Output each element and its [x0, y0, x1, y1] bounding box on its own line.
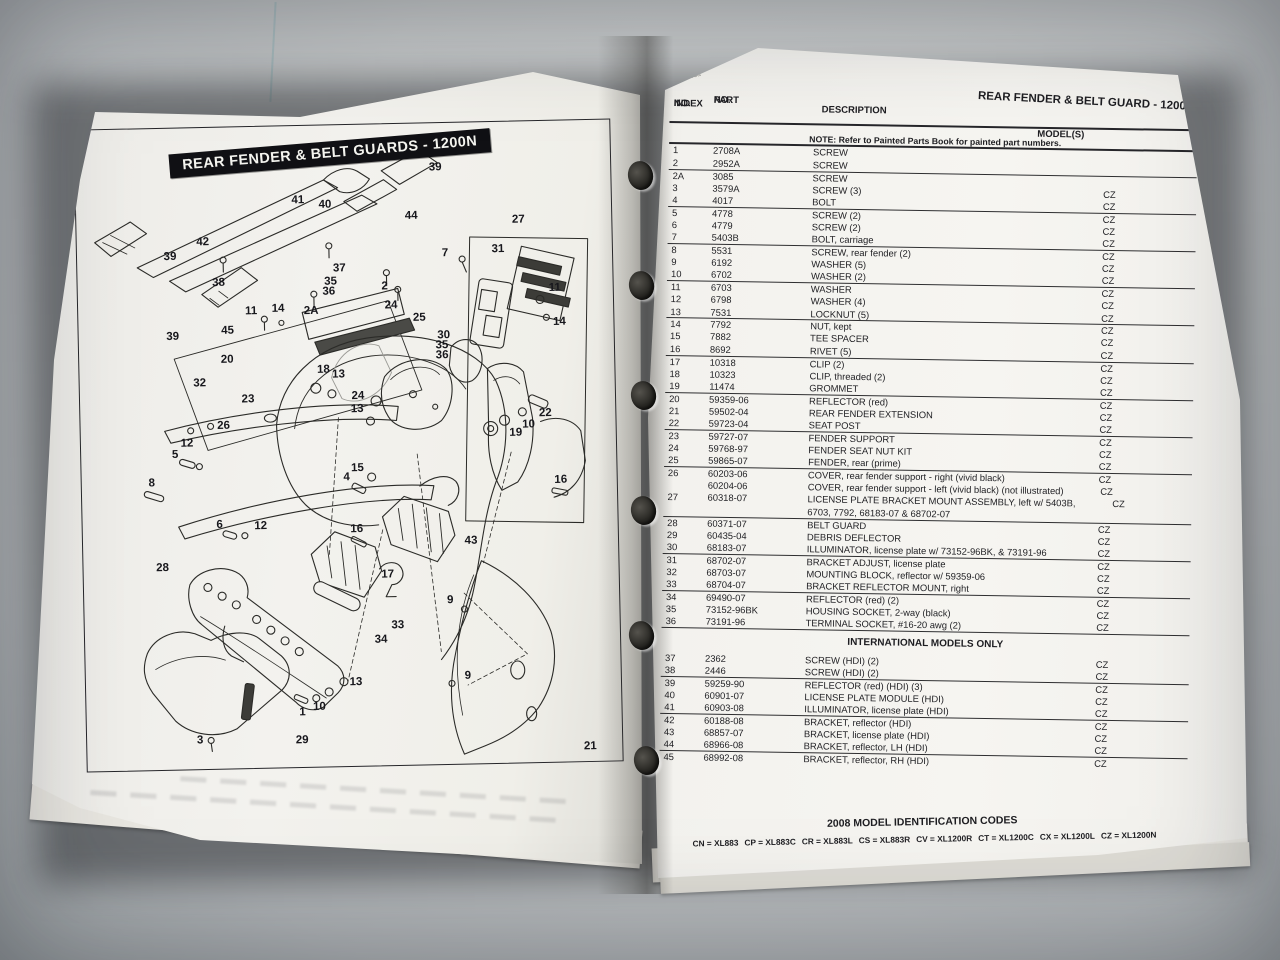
diagram-callout: 17: [381, 568, 395, 581]
diagram-callout: 39: [163, 250, 177, 264]
rear-fender-outline: [276, 335, 507, 661]
diagram-callout: 9: [446, 594, 454, 607]
debris-deflector: [143, 631, 290, 752]
diagram-callout: 13: [331, 368, 346, 381]
fender-support-rails: [164, 404, 460, 540]
mount-plates: [173, 287, 423, 451]
parts-rows-international: 37 2362 SCREW (HDI) (2) CZ 38 2446 SCREW…: [659, 651, 1189, 771]
diagram-callout: 10: [522, 418, 536, 431]
diagram-callout: 10: [312, 700, 326, 714]
column-header-description: DESCRIPTION: [821, 104, 887, 117]
model-code: CP = XL883C: [744, 836, 796, 848]
column-header-models: MODEL(S): [1037, 128, 1085, 141]
model-code: CS = XL883R: [858, 834, 911, 846]
model-code: CX = XL1200L: [1039, 830, 1095, 842]
diagram-callout: 26: [217, 419, 231, 432]
diagram-callout: 28: [156, 562, 170, 575]
diagram-callout: 11: [548, 281, 561, 295]
diagram-callout: 34: [374, 633, 388, 646]
diagram-callout: 16: [350, 522, 364, 536]
diagram-callout: 8: [148, 477, 156, 490]
diagram-callout: 2A: [303, 304, 319, 318]
diagram-callout: 4: [343, 471, 350, 484]
diagram-callout: 43: [464, 534, 478, 547]
diagram-callout: 45: [221, 324, 235, 337]
model-code: CN = XL883: [692, 837, 739, 849]
diagram-callout: 33: [391, 619, 405, 632]
model-code: CT = XL1200C: [978, 831, 1034, 843]
diagram-callout: 11: [244, 305, 258, 318]
diagram-callout: 40: [318, 198, 332, 211]
diagram-callout: 24: [351, 389, 365, 403]
diagram-frame: REAR FENDER & BELT GUARDS - 1200N 39 41 …: [73, 118, 624, 773]
fasteners: [143, 255, 569, 704]
diagram-callout: 12: [180, 437, 194, 450]
fender-trim: [450, 560, 556, 755]
diagram-callout: 16: [554, 473, 568, 486]
side-cover-panel: [380, 359, 453, 430]
table-header: INDEX NO. PART NO. DESCRIPTION REAR FEND…: [669, 88, 1198, 152]
diagram-callout: 39: [428, 161, 442, 174]
diagram-callout: 31: [491, 242, 505, 256]
page-right: m10065a INDEX NO. PART NO. DESCRIPTION R…: [648, 48, 1247, 878]
diagram-callout: 42: [196, 236, 210, 249]
diagram-callout: 41: [291, 194, 305, 207]
diagram-callout: 23: [241, 393, 255, 406]
diagram-callout: 32: [193, 377, 207, 390]
diagram-callout: 36: [322, 285, 336, 298]
parts-rows-main: 1 2708A SCREW 2 2952A SCREW: [661, 143, 1198, 637]
license-bracket-assembly: [448, 236, 589, 524]
diagram-callout: 13: [350, 402, 364, 416]
model-codes-footer: 2008 MODEL IDENTIFICATION CODES CN = XL8…: [658, 811, 1186, 849]
diagram-callout: 9: [464, 669, 472, 682]
diagram-callout: 39: [166, 330, 180, 344]
model-code: CV = XL1200R: [916, 833, 973, 845]
exploded-parts-diagram: [94, 149, 589, 755]
parts-table: INDEX NO. PART NO. DESCRIPTION REAR FEND…: [659, 88, 1198, 859]
belt-guard: [188, 568, 361, 711]
diagram-callout: 37: [332, 262, 346, 275]
diagram-callout: 13: [349, 676, 363, 689]
fender-extension-struts: [94, 149, 438, 308]
diagram-callout: 20: [220, 353, 234, 366]
diagram-callout: 44: [404, 209, 418, 223]
diagram-callout: 14: [271, 302, 285, 315]
header-rule: [669, 120, 1198, 132]
diagram-callout: 21: [583, 740, 597, 753]
diagram-callout: 14: [552, 315, 566, 328]
diagram-callout: 25: [412, 311, 426, 324]
diagram-callout: 19: [509, 426, 523, 439]
diagram-callout: 15: [350, 461, 364, 475]
diagram-callout: 36: [435, 349, 449, 362]
diagram-callout: 18: [316, 363, 330, 376]
model-code: CZ = XL1200N: [1100, 829, 1157, 841]
model-code: CR = XL883L: [801, 835, 853, 847]
diagram-callout: 12: [254, 519, 268, 533]
diagram-callout: 6: [216, 518, 223, 532]
table-title: REAR FENDER & BELT GUARD - 1200N: [977, 90, 1195, 113]
diagram-callout: 2: [381, 280, 389, 293]
construction-lines: [328, 417, 528, 686]
diagram-callout: 38: [212, 276, 226, 290]
diagram-callout: 24: [384, 299, 398, 312]
diagram-callout: 29: [295, 734, 309, 747]
diagram-callout: 27: [511, 213, 525, 226]
page-left: REAR FENDER & BELT GUARDS - 1200N 39 41 …: [32, 72, 642, 864]
diagram-callout: 5: [171, 448, 179, 461]
diagram-callout: 3: [196, 734, 204, 747]
diagram-callout: 1: [299, 706, 306, 719]
diagram-callout: 22: [538, 406, 552, 420]
diagram-callout: 7: [441, 247, 449, 260]
